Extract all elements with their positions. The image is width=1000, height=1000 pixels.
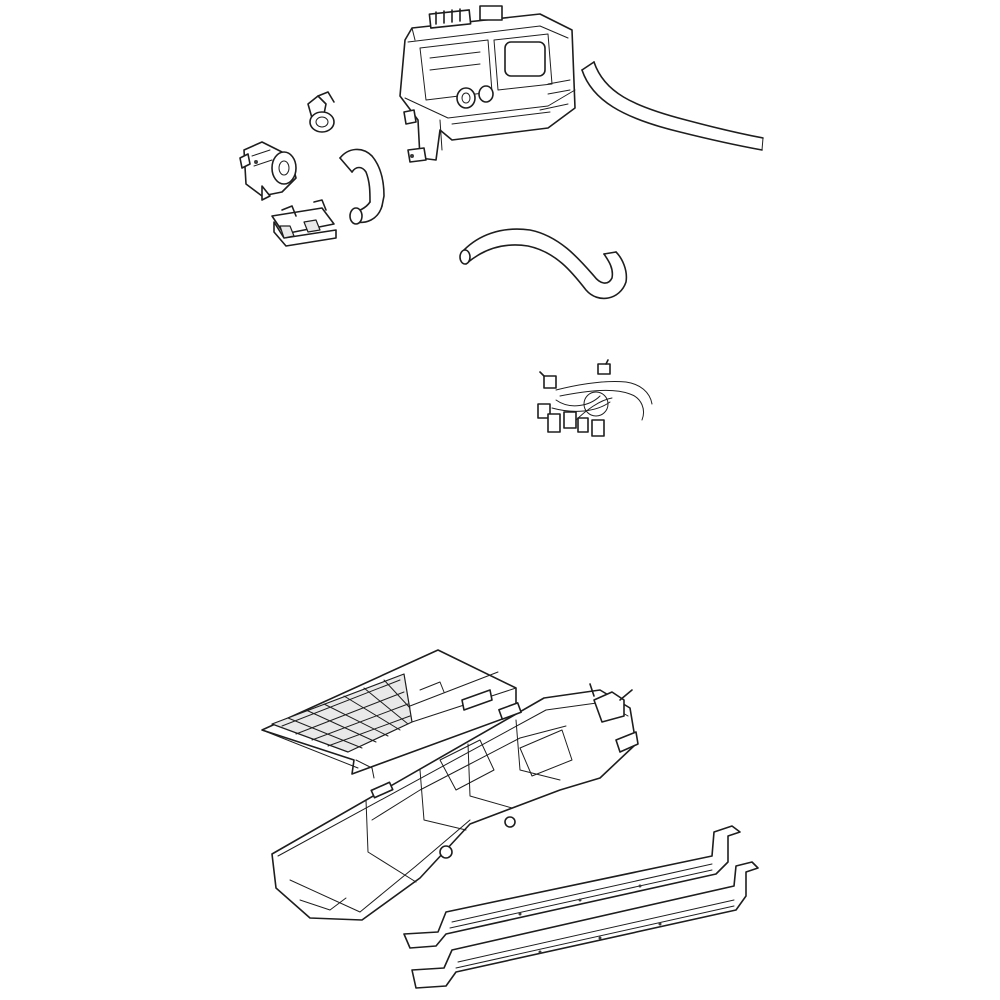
wire-harness — [537, 359, 653, 437]
z-hose — [339, 148, 385, 225]
j-hose — [459, 228, 628, 300]
grille-tray — [261, 649, 517, 779]
lower-housing — [271, 683, 639, 921]
valve-body-assembly — [399, 5, 576, 163]
long-hose — [581, 61, 764, 151]
connector-clip — [271, 199, 337, 247]
hose-clamp — [307, 91, 335, 133]
solenoid — [239, 141, 297, 201]
rail-bracket-pair — [403, 825, 759, 989]
